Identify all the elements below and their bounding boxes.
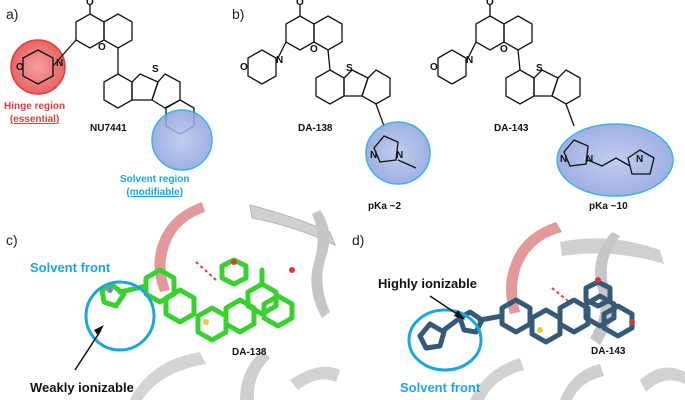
compound-name-da143: DA-143: [494, 123, 529, 134]
compound-name-da138: DA-138: [298, 123, 333, 134]
atom-n2-da138: N: [396, 150, 404, 161]
panel-d-solvent-ellipse: [407, 308, 483, 372]
panel-label-b: b): [232, 6, 245, 22]
pyrrolidine-ring: [627, 149, 655, 175]
da138-ligand-3d: [99, 257, 295, 343]
da138-pyrazole: [373, 135, 399, 163]
morpholine-ring: [22, 49, 54, 85]
panel-d-arrow: [429, 295, 461, 317]
da138-structure: [247, 4, 391, 127]
atom-o-carbonyl-a: O: [86, 0, 94, 8]
hinge-region-label: Hinge region (essential): [4, 100, 65, 126]
pka-da143: pKa ~10: [589, 201, 628, 212]
chromone-core: [52, 4, 133, 74]
panel-c-solvent-circle: [84, 280, 156, 352]
da143-pyrazole: [563, 139, 589, 167]
panel-label-a: a): [6, 6, 19, 22]
panel-c-arrow: [74, 329, 102, 371]
panel-c-weakly-ionizable: Weakly ionizable: [30, 380, 134, 395]
atom-o-ring-a: O: [98, 42, 106, 53]
pka-da138: pKa ~2: [368, 201, 402, 212]
compound-name-nu7441: NU7441: [90, 123, 127, 134]
solvent-region-line2: (modifiable): [126, 187, 184, 198]
atom-n3-da143: N: [636, 154, 644, 165]
solvent-region-line1: Solvent region: [120, 174, 190, 185]
atom-n-da143: N: [466, 55, 474, 66]
da143-structure: [437, 4, 581, 127]
panel-c-solvent-front: Solvent front: [30, 260, 111, 275]
atom-n2-da143: N: [586, 154, 594, 165]
atom-n-a: N: [56, 58, 64, 69]
solvent-region-label: Solvent region (modifiable): [120, 173, 189, 199]
atom-o-carbonyl-da143: O: [486, 0, 494, 8]
atom-s-a: S: [152, 64, 159, 75]
atom-o-morph-a: O: [16, 62, 24, 73]
panel-d-compound-label: DA-143: [591, 346, 626, 357]
atom-s-da138: S: [346, 63, 353, 74]
panel-d: [407, 222, 685, 400]
solvent-region-highlight: [151, 109, 213, 171]
panel-d-solvent-front: Solvent front: [400, 380, 481, 395]
panel-label-c: c): [6, 232, 18, 248]
da143-solvent-highlight: [556, 123, 674, 197]
panel-c: [74, 202, 340, 400]
hinge-loop-ribbon: [154, 202, 205, 292]
atom-o-morph-da143: O: [430, 62, 438, 73]
atom-s-da143: S: [536, 63, 543, 74]
hinge-region-highlight: [10, 39, 66, 95]
atom-o-morph-da138: O: [240, 62, 248, 73]
atom-o-ring-da138: O: [310, 44, 318, 55]
panel-b: [247, 4, 674, 197]
panel-a: [10, 4, 213, 171]
hinge-region-line2: (essential): [9, 114, 60, 125]
atom-n1-da138: N: [370, 150, 378, 161]
hinge-region-line1: Hinge region: [4, 101, 66, 112]
atom-o-carbonyl-da138: O: [296, 0, 304, 8]
panel-c-compound-label: DA-138: [232, 347, 267, 358]
atom-n-da138: N: [276, 55, 284, 66]
atom-o-ring-da143: O: [500, 44, 508, 55]
panel-d-highly-ionizable: Highly ionizable: [378, 276, 477, 291]
atom-n1-da143: N: [560, 154, 568, 165]
panel-label-d: d): [352, 232, 365, 248]
